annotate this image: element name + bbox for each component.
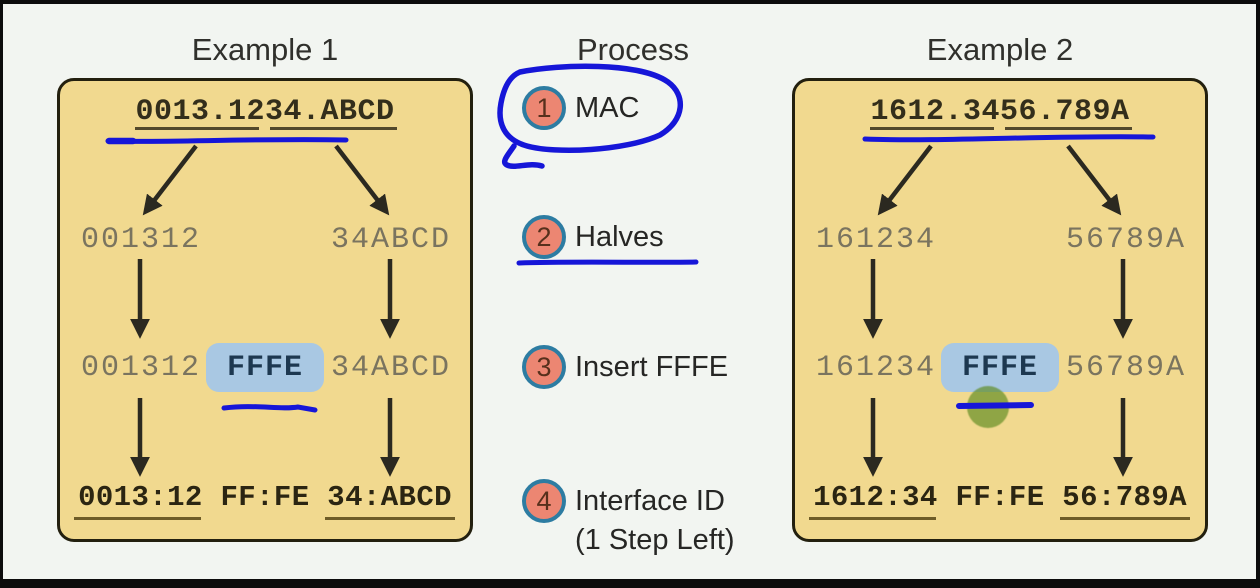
example1-insert-left: 001312: [80, 351, 202, 385]
example2-insert-right: 56789A: [1065, 351, 1187, 385]
step-2-label: Halves: [575, 221, 664, 253]
step-2-number-badge: 2: [522, 215, 566, 259]
process-step-1: 1 MAC: [522, 86, 639, 130]
example1-mac-address: 0013.1234.ABCD: [135, 95, 395, 129]
example2-fffe-chip: FFFE: [941, 343, 1059, 392]
example1-title: Example 1: [191, 32, 339, 67]
step-1-number-badge: 1: [522, 86, 566, 130]
example2-insert-left: 161234: [815, 351, 937, 385]
example2-half-left: 161234: [815, 223, 937, 257]
example2-box: 1612.3456.789A 161234 56789A 161234 FFFE…: [792, 78, 1208, 542]
step-3-number-badge: 3: [522, 345, 566, 389]
example2-mac-underline-left: [870, 127, 994, 130]
example2-mac-underline-right: [1005, 127, 1132, 130]
step-4-sublabel: (1 Step Left): [575, 524, 735, 556]
step-1-label: MAC: [575, 92, 640, 124]
example2-interface-id: 1612:34 FF:FE 56:789A: [813, 481, 1187, 514]
process-step-4: 4 Interface ID (1 Step Left): [522, 479, 735, 557]
example1-fffe-chip: FFFE: [206, 343, 324, 392]
example1-final-underline-left: [74, 517, 201, 520]
example2-title: Example 2: [926, 32, 1074, 67]
example1-box: 0013.1234.ABCD 001312 34ABCD 001312 FFFE…: [57, 78, 473, 542]
example2-half-right: 56789A: [1065, 223, 1187, 257]
example1-half-left: 001312: [80, 223, 202, 257]
example1-interface-id: 0013:12 FF:FE 34:ABCD: [78, 481, 452, 514]
step-4-label: Interface ID: [575, 485, 725, 517]
process-title: Process: [577, 32, 689, 67]
step-3-label: Insert FFFE: [575, 351, 729, 383]
example2-mac-address: 1612.3456.789A: [870, 95, 1130, 129]
example2-final-underline-right: [1060, 517, 1190, 520]
ink-circle-tail: [501, 143, 545, 170]
example1-final-underline-right: [325, 517, 455, 520]
step-4-number-badge: 4: [522, 479, 566, 523]
example1-insert-right: 34ABCD: [330, 351, 452, 385]
example1-mac-underline-right: [270, 127, 397, 130]
process-step-2: 2 Halves: [522, 215, 664, 259]
process-step-3: 3 Insert FFFE: [522, 345, 728, 389]
example1-mac-underline-left: [135, 127, 259, 130]
example2-final-underline-left: [809, 517, 936, 520]
green-dot-annotation: [967, 386, 1009, 428]
example1-half-right: 34ABCD: [330, 223, 452, 257]
ink-underline-halves: [516, 259, 699, 266]
